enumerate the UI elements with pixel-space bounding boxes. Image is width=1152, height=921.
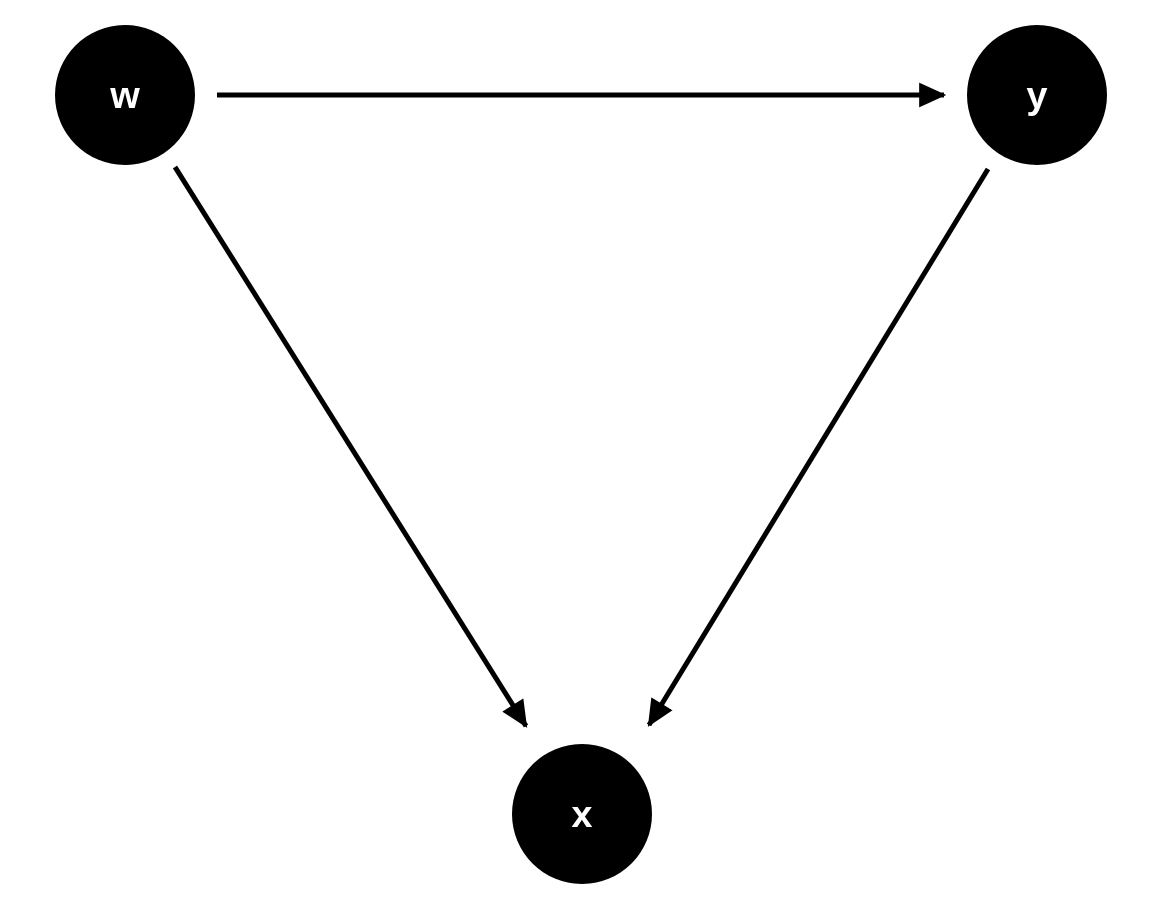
node-w-circle[interactable] — [55, 25, 195, 165]
edge-w-to-x[interactable] — [172, 165, 529, 728]
node-w[interactable]: w — [55, 25, 195, 165]
edge-y-to-x[interactable] — [646, 167, 991, 727]
node-x-label: x — [571, 794, 592, 836]
nodes-group: w y x — [55, 25, 1107, 884]
node-y[interactable]: y — [967, 25, 1107, 165]
node-w-label: w — [109, 75, 140, 117]
node-y-circle[interactable] — [967, 25, 1107, 165]
node-y-label: y — [1026, 75, 1047, 117]
node-x-circle[interactable] — [512, 744, 652, 884]
node-x[interactable]: x — [512, 744, 652, 884]
edges-group — [172, 82, 991, 728]
